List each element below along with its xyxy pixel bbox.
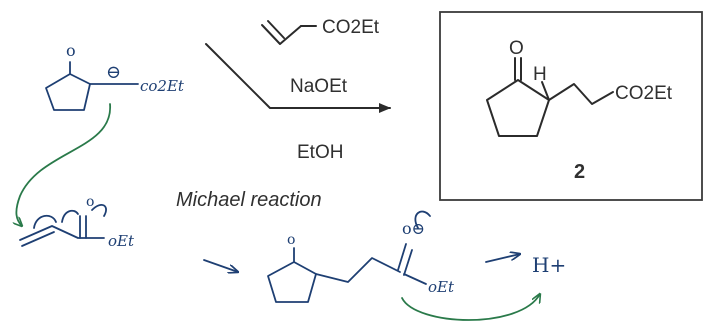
hand-arrow-to-proton	[485, 254, 520, 263]
protonation-arrow	[401, 294, 540, 321]
hand-enolate	[45, 61, 139, 111]
hand-enolate-o: o	[66, 41, 76, 60]
acrylate-reagent	[261, 20, 317, 45]
hand-adduct-alkoxide: o⊖	[402, 219, 425, 238]
product-ketone-o: O	[509, 38, 524, 59]
hand-adduct	[267, 243, 427, 303]
reaction-arrow	[205, 43, 391, 113]
product-alpha-h: H	[533, 64, 547, 85]
hand-acrylate	[19, 203, 107, 247]
solvent-label: EtOH	[297, 142, 343, 163]
hand-enolate-ester: co2Et	[140, 77, 185, 95]
nucleophilic-attack-arrow	[16, 103, 111, 226]
product-structure	[486, 57, 614, 137]
hand-adduct-oet: oEt	[428, 278, 455, 296]
base-label: NaOEt	[290, 76, 348, 97]
acrylate-ester-label: CO2Et	[322, 17, 380, 38]
hand-carbanion-charge: ⊖	[106, 62, 121, 83]
hand-acrylate-oet: oEt	[108, 232, 135, 250]
hand-arrow-to-adduct	[203, 259, 238, 272]
hand-adduct-curly-arrow	[414, 210, 431, 229]
product-ester-label: CO2Et	[615, 83, 673, 104]
compound-number: 2	[574, 161, 585, 183]
michael-reaction-label: Michael reaction	[176, 189, 322, 211]
hand-acrylate-o: o	[86, 194, 94, 210]
hand-proton: H+	[532, 253, 566, 277]
product-box	[439, 11, 703, 201]
hand-adduct-o: o	[287, 232, 295, 248]
